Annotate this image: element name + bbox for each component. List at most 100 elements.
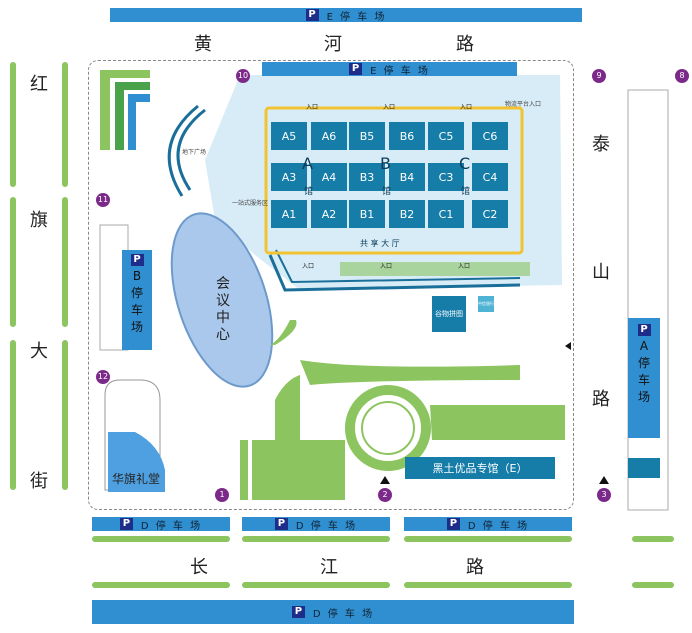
underground-plaza-label: 地下广场 bbox=[182, 149, 207, 156]
shared-hall-label: 共 享 大 厅 bbox=[360, 239, 400, 248]
parking-d-bottom-label: D 停 车 场 bbox=[312, 608, 375, 620]
gate-8[interactable]: 8 bbox=[675, 69, 689, 83]
booth-c3[interactable]: C3 bbox=[428, 163, 464, 191]
west-green-c2 bbox=[62, 340, 68, 490]
booth-a6[interactable]: A6 bbox=[311, 122, 347, 150]
hall-b-sub: 馆 bbox=[382, 187, 392, 197]
grain-picture-label: 谷物拼图 bbox=[435, 310, 463, 318]
gate-3-num: 3 bbox=[601, 490, 607, 499]
booth-c6[interactable]: C6 bbox=[472, 122, 508, 150]
west-green-a1 bbox=[10, 62, 16, 187]
entry-arrow-icon bbox=[599, 476, 609, 484]
gate-12-num: 12 bbox=[97, 372, 109, 381]
south-green-2 bbox=[242, 536, 390, 542]
site-boundary bbox=[88, 60, 574, 510]
west-green-b2 bbox=[62, 197, 68, 327]
side-tag: 中信银行 bbox=[478, 296, 494, 312]
gate-11-num: 11 bbox=[97, 195, 109, 204]
gate-10[interactable]: 10 bbox=[236, 69, 250, 83]
booth-a2[interactable]: A2 bbox=[311, 200, 347, 228]
booth-b4[interactable]: B4 bbox=[389, 163, 425, 191]
parking-e-top-label: E 停 车 场 bbox=[326, 11, 387, 23]
entrance-top-c: 入口 bbox=[460, 104, 473, 111]
parking-p-icon: P bbox=[130, 254, 144, 266]
south-green-3 bbox=[404, 536, 572, 542]
hall-c-sub: 馆 bbox=[461, 187, 471, 197]
road-east-2: 山 bbox=[592, 262, 610, 283]
booth-a4[interactable]: A4 bbox=[311, 163, 347, 191]
road-west-2: 旗 bbox=[30, 210, 48, 231]
parking-p-icon: P bbox=[305, 9, 319, 21]
gate-11[interactable]: 11 bbox=[96, 193, 110, 207]
gate-1[interactable]: 1 bbox=[215, 488, 229, 502]
road-north-2: 河 bbox=[324, 34, 342, 55]
booth-c1[interactable]: C1 bbox=[428, 200, 464, 228]
road-south-2: 江 bbox=[320, 557, 338, 578]
hall-a-sub: 馆 bbox=[304, 187, 314, 197]
parking-d-left-label: D 停 车 场 bbox=[140, 520, 203, 532]
parking-a-label: A停车场 bbox=[637, 339, 650, 404]
entrance-bottom-a: 入口 bbox=[302, 263, 315, 270]
booth-b5[interactable]: B5 bbox=[349, 122, 385, 150]
heitu-hall[interactable]: 黑土优品专馆（E） bbox=[405, 457, 555, 479]
gate-2-num: 2 bbox=[382, 490, 388, 499]
road-south-3: 路 bbox=[466, 557, 484, 578]
parking-a[interactable]: P A停车场 bbox=[628, 318, 660, 438]
road-west-4: 街 bbox=[30, 471, 48, 492]
parking-p-icon: P bbox=[349, 63, 363, 75]
one-stop-label: 一站式服务区 bbox=[232, 200, 269, 207]
entrance-bottom-c: 入口 bbox=[458, 263, 471, 270]
south-green-6 bbox=[242, 582, 390, 588]
booth-c5[interactable]: C5 bbox=[428, 122, 464, 150]
gate-9-num: 9 bbox=[596, 71, 602, 80]
booth-a5[interactable]: A5 bbox=[271, 122, 307, 150]
road-south-1: 长 bbox=[190, 557, 208, 578]
gate-10-num: 10 bbox=[237, 71, 249, 80]
entry-arrow-icon bbox=[380, 476, 390, 484]
south-green-5 bbox=[92, 582, 230, 588]
booth-b3[interactable]: B3 bbox=[349, 163, 385, 191]
south-green-4 bbox=[632, 536, 674, 542]
gate-9[interactable]: 9 bbox=[592, 69, 606, 83]
hall-a-letter: A bbox=[302, 154, 313, 173]
gate-2[interactable]: 2 bbox=[378, 488, 392, 502]
road-west-1: 红 bbox=[30, 74, 48, 95]
parking-p-icon: P bbox=[291, 606, 305, 618]
road-west-3: 大 bbox=[30, 341, 48, 362]
south-green-1 bbox=[92, 536, 230, 542]
booth-b6[interactable]: B6 bbox=[389, 122, 425, 150]
parking-b[interactable]: P B停车场 bbox=[122, 250, 152, 350]
entry-arrow-icon bbox=[565, 342, 571, 350]
hall-c-letter: C bbox=[459, 154, 471, 173]
gate-12[interactable]: 12 bbox=[96, 370, 110, 384]
parking-p-icon: P bbox=[274, 518, 288, 530]
road-east-1: 泰 bbox=[592, 134, 610, 155]
west-green-c1 bbox=[10, 340, 16, 490]
parking-b-label: B停车场 bbox=[130, 269, 143, 334]
gate-1-num: 1 bbox=[219, 490, 225, 499]
heitu-hall-label: 黑土优品专馆（E） bbox=[432, 462, 528, 475]
parking-p-icon: P bbox=[119, 518, 133, 530]
grain-picture-block[interactable]: 谷物拼图 bbox=[432, 296, 466, 332]
road-east-3: 路 bbox=[592, 389, 610, 410]
huaqi-hall-label[interactable]: 华旗礼堂 bbox=[112, 472, 161, 486]
booth-b1[interactable]: B1 bbox=[349, 200, 385, 228]
conference-center-label[interactable]: 会议中心 bbox=[216, 276, 230, 343]
booth-b2[interactable]: B2 bbox=[389, 200, 425, 228]
south-green-8 bbox=[632, 582, 674, 588]
gate-3[interactable]: 3 bbox=[597, 488, 611, 502]
booth-c2[interactable]: C2 bbox=[472, 200, 508, 228]
south-green-7 bbox=[404, 582, 572, 588]
booth-a3[interactable]: A3 bbox=[271, 163, 307, 191]
booth-c4[interactable]: C4 bbox=[472, 163, 508, 191]
logistics-entrance-label: 物流平台入口 bbox=[505, 101, 542, 108]
booth-a1[interactable]: A1 bbox=[271, 200, 307, 228]
parking-a-annex bbox=[628, 458, 660, 478]
